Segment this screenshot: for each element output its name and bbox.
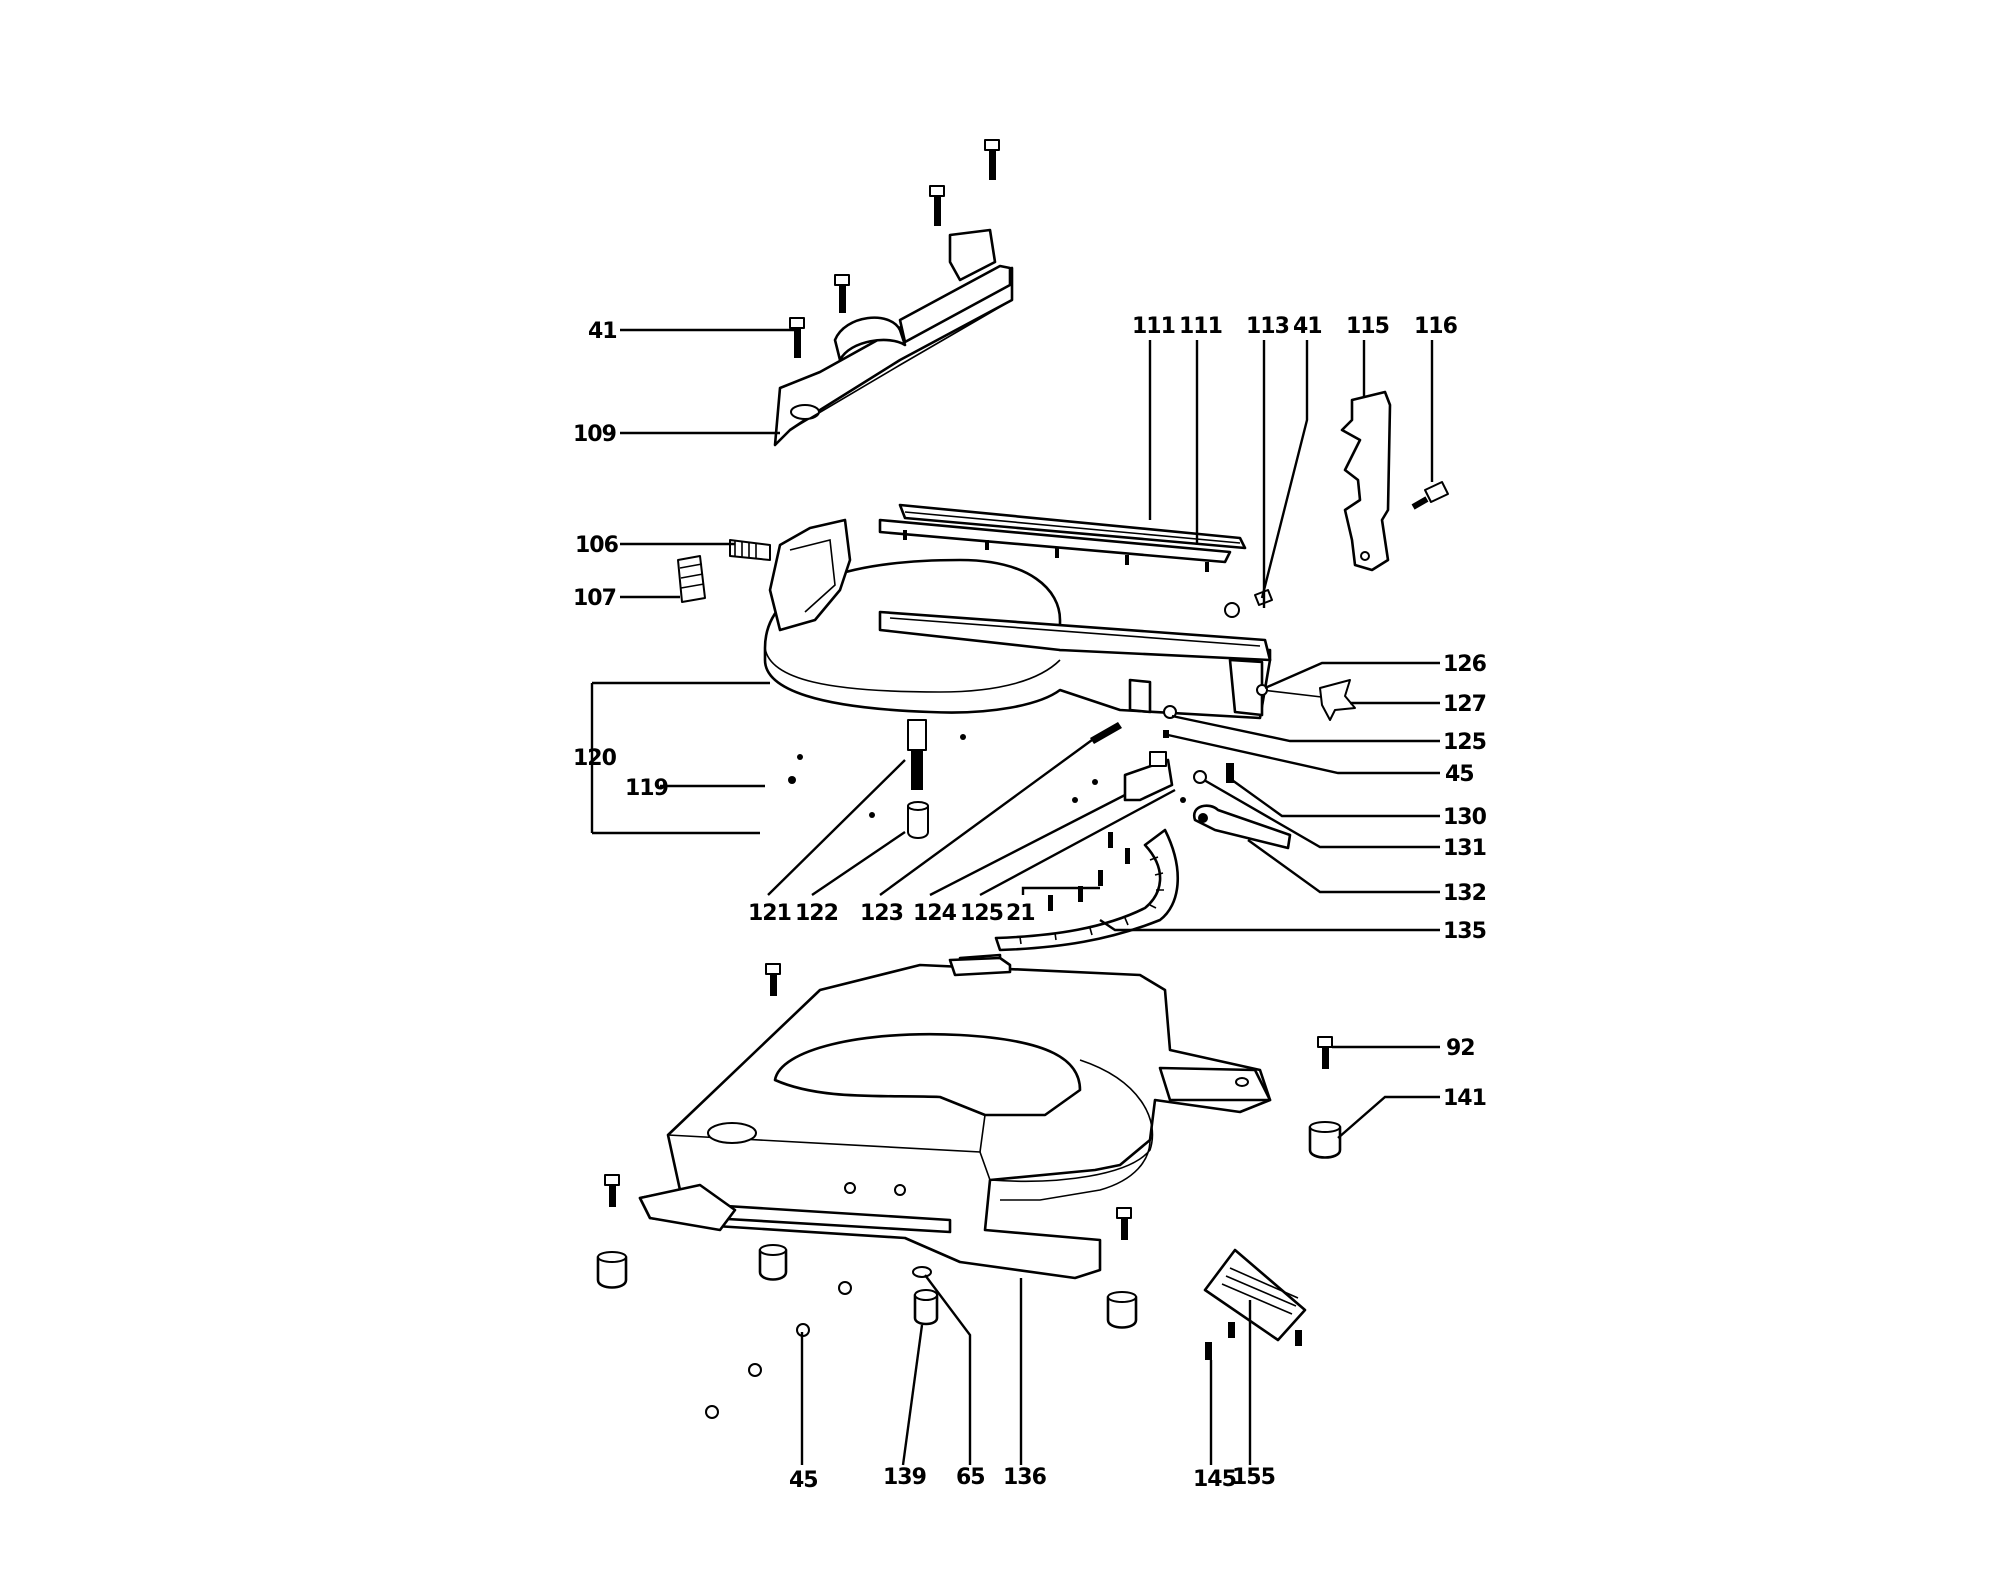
- callout-141: 141: [1443, 1086, 1486, 1111]
- rail-part-111: [878, 503, 1247, 564]
- callout-107: 107: [573, 586, 616, 611]
- knob-icon: [677, 539, 771, 603]
- callout-21: 21: [1006, 901, 1035, 926]
- turntable-part-120: [763, 558, 1272, 720]
- bolt-icon: [604, 963, 1333, 1240]
- nut-icon: [705, 1281, 852, 1419]
- base-part-136: [638, 953, 1272, 1280]
- callout-45-right: 45: [1445, 762, 1474, 787]
- callout-106: 106: [575, 533, 619, 558]
- callout-132: 132: [1443, 881, 1486, 906]
- callout-120: 120: [573, 746, 617, 771]
- callout-131: 131: [1443, 836, 1486, 861]
- bolt-icon: [1411, 481, 1449, 510]
- handle-part-127: [1256, 679, 1356, 721]
- foot-part-141: [596, 1121, 1342, 1329]
- callout-139: 139: [883, 1465, 926, 1490]
- callout-123: 123: [860, 901, 903, 926]
- small-parts: [788, 705, 1234, 911]
- side-bracket: [768, 518, 852, 632]
- callout-111a: 111: [1132, 314, 1175, 339]
- callout-125-bottom: 125: [960, 901, 1003, 926]
- callout-130: 130: [1443, 805, 1487, 830]
- fence-part-109: [773, 228, 1014, 447]
- callout-135: 135: [1443, 919, 1486, 944]
- callout-65: 65: [956, 1465, 985, 1490]
- callout-122: 122: [795, 901, 838, 926]
- callout-145: 145: [1193, 1467, 1236, 1492]
- bolt-icon: [789, 139, 1000, 358]
- callout-124: 124: [913, 901, 957, 926]
- callout-121: 121: [748, 901, 791, 926]
- callout-116: 116: [1414, 314, 1458, 339]
- callout-41-right: 41: [1293, 314, 1322, 339]
- cover-part-155: [1203, 1248, 1307, 1360]
- callout-111b: 111: [1179, 314, 1222, 339]
- callout-92: 92: [1446, 1036, 1475, 1061]
- callout-labels: 41 109 106 107 120 119 111 111 113 41 11…: [573, 314, 1488, 1493]
- callout-127: 127: [1443, 692, 1486, 717]
- callout-41-top: 41: [588, 319, 617, 344]
- callout-109: 109: [573, 422, 616, 447]
- callout-125-right: 125: [1443, 730, 1486, 755]
- leader-lines: [590, 328, 1440, 1466]
- callout-155: 155: [1232, 1465, 1275, 1490]
- callout-45-bottom: 45: [789, 1468, 818, 1493]
- callout-113: 113: [1246, 314, 1289, 339]
- scale-part-135: [994, 828, 1180, 952]
- callout-119: 119: [625, 776, 668, 801]
- screw-icon: [903, 530, 1209, 572]
- bracket-part-115: [1340, 390, 1392, 572]
- callout-115: 115: [1346, 314, 1389, 339]
- callout-136: 136: [1003, 1465, 1047, 1490]
- callout-126: 126: [1443, 652, 1487, 677]
- lever-part-132: [1192, 804, 1292, 850]
